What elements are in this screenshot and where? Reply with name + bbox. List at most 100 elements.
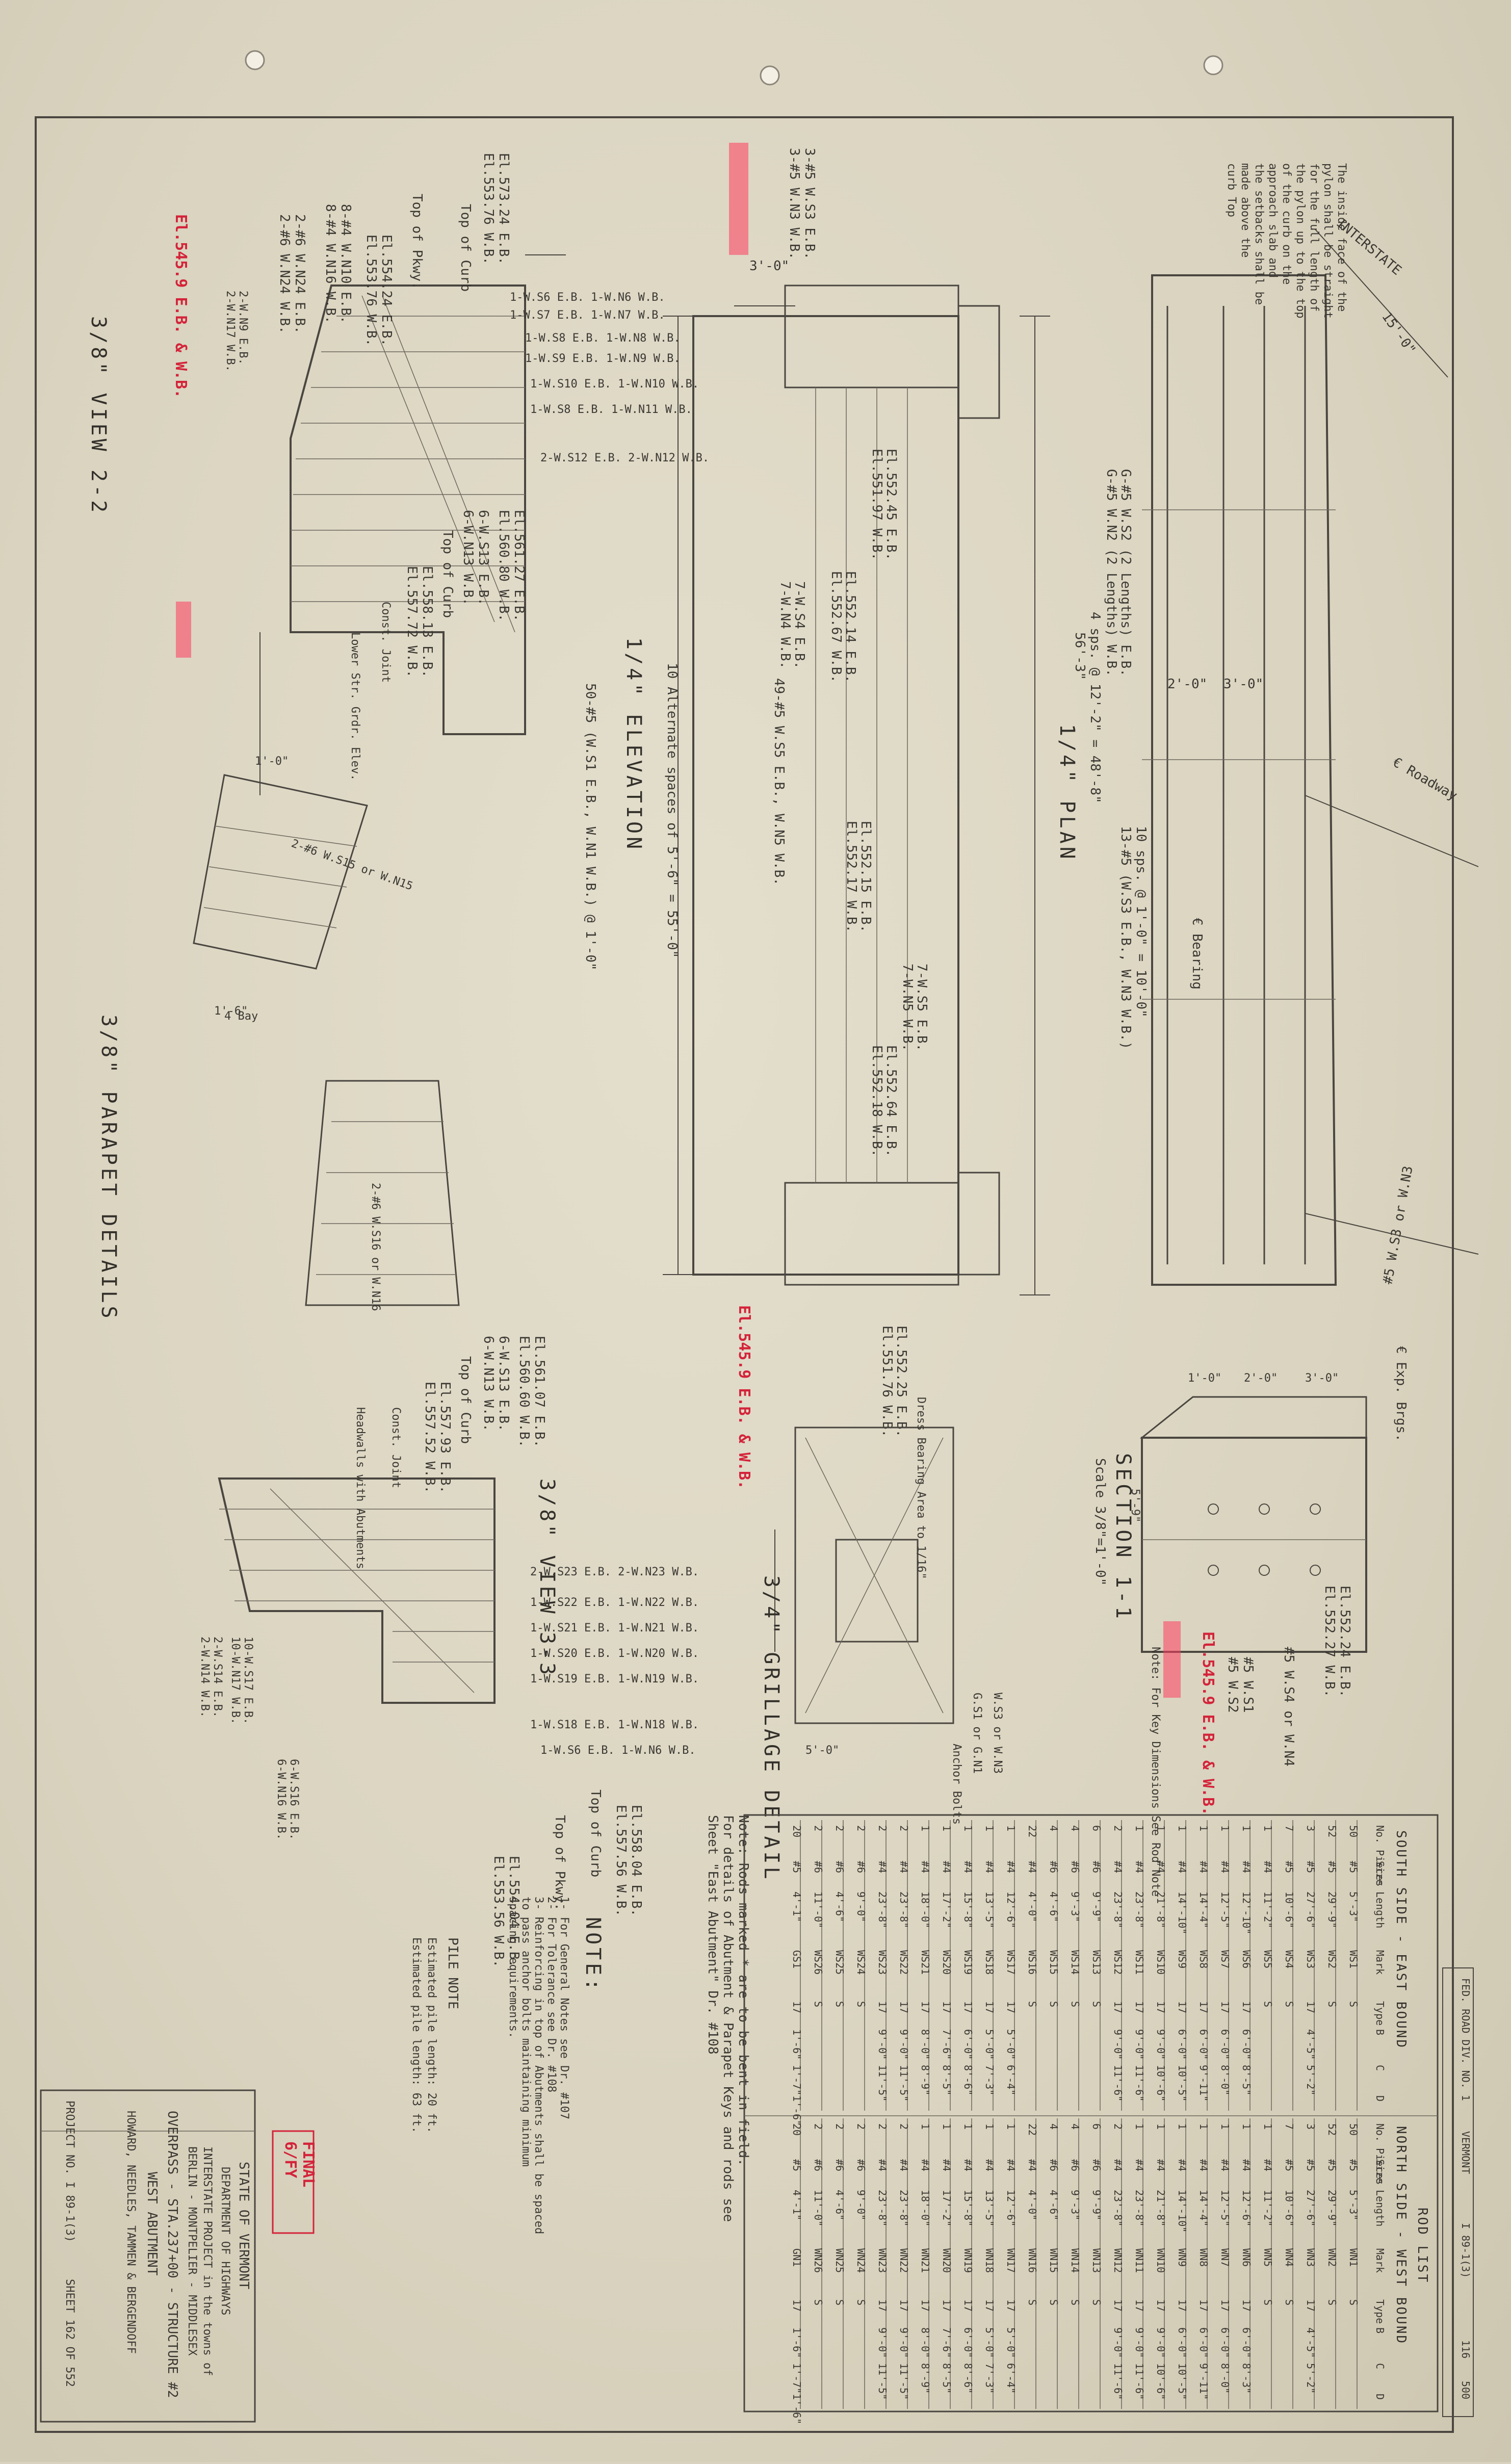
rod-list-cell: #4 <box>1176 1861 1188 1873</box>
rod-list-cell: S <box>1347 2299 1360 2305</box>
svg-text:El.573.24 E.B.: El.573.24 E.B. <box>496 153 511 265</box>
rod-list-cell: 18'-0" <box>919 1891 931 1928</box>
svg-text:€ Bearing: € Bearing <box>1189 918 1205 990</box>
rod-list-cell: 6'-0" <box>962 2327 974 2358</box>
rod-list-cell: 17 <box>1240 2001 1253 2013</box>
rod-list-cell: 4'-6" <box>1048 2190 1060 2220</box>
sheet-border <box>35 116 1454 2433</box>
svg-text:El.554.24 E.B.: El.554.24 E.B. <box>379 235 394 346</box>
rod-list-cell: #6 <box>812 1861 824 1873</box>
svg-text:to pass anchor bolts maintaini: to pass anchor bolts maintaining minimum <box>519 1897 532 2167</box>
rod-list-cell: #6 <box>833 2159 846 2171</box>
elevation-title: 1/4" ELEVATION <box>622 637 645 852</box>
rod-list-cell: 23'-8" <box>898 2190 910 2226</box>
rod-list-cell: WN22 <box>898 2248 910 2273</box>
rod-list-cell: 1 <box>1219 1825 1231 1831</box>
section-1-1-drawing <box>1139 1396 1367 1653</box>
rod-list-cell: #4 <box>983 1861 996 1873</box>
rod-list-cell: 1 <box>1240 1825 1253 1831</box>
svg-text:3'-0": 3'-0" <box>1223 677 1263 692</box>
rod-list-cell: S <box>855 2001 867 2007</box>
parapet-title: 3/8" PARAPET DETAILS <box>97 1015 120 1321</box>
rod-list-cell: #4 <box>876 1861 889 1873</box>
svg-text:El.557.72 W.B.: El.557.72 W.B. <box>404 566 420 678</box>
rod-list-cell: #4 <box>1026 2159 1038 2171</box>
rod-list-cell: 50 <box>1347 2123 1360 2136</box>
rod-list-cell: 1'-6" <box>791 2394 803 2424</box>
svg-text:El.561.27 E.B.: El.561.27 E.B. <box>511 510 527 621</box>
svg-text:500: 500 <box>1460 2381 1472 2399</box>
rod-list-cell: 23'-8" <box>876 1891 889 1928</box>
svg-text:of the curb on the: of the curb on the <box>1280 163 1293 284</box>
svg-text:El.560.80 W.B.: El.560.80 W.B. <box>496 510 511 621</box>
rod-list-cell: 9'-9" <box>1090 2190 1103 2220</box>
rod-list-cell: #4 <box>1112 1861 1124 1873</box>
rod-list-cell: #5 <box>1283 1861 1295 1873</box>
rod-list-cell: WN26 <box>812 2248 824 2273</box>
rod-list-cell: 29'-9" <box>1326 1891 1338 1928</box>
rod-list-cell: 5'-0" <box>1005 2029 1017 2060</box>
rod-list-cell: WN15 <box>1048 2248 1060 2273</box>
rod-list-cell: 6'-0" <box>1176 2327 1188 2358</box>
svg-text:3-#5 W.N3 W.B.: 3-#5 W.N3 W.B. <box>787 148 802 260</box>
rod-list-cell: 13'-5" <box>983 2190 996 2226</box>
rod-list-cell: 1 <box>1133 1825 1145 1831</box>
rod-list-cell: #5 <box>1305 1861 1317 1873</box>
rod-list-cell: 6'-0" <box>1219 2327 1231 2358</box>
rod-list-cell: 9'-3" <box>1069 1891 1081 1922</box>
rod-list-cell: 11'-2" <box>1262 1891 1274 1928</box>
rod-list-cell: 15'-8" <box>962 1891 974 1928</box>
rod-list-cell: 17 <box>941 2299 953 2312</box>
rod-list-cell: 5'-0" <box>983 2029 996 2060</box>
rod-list-cell: #4 <box>1240 1861 1253 1873</box>
rod-list-cell: 23'-8" <box>1112 1891 1124 1928</box>
rod-list-cell: 4'-0" <box>1026 1891 1038 1922</box>
rod-list-cell: 5'-2" <box>1305 2065 1317 2095</box>
svg-text:3'-0": 3'-0" <box>1305 1372 1339 1385</box>
rod-list-cell: 1 <box>1240 2123 1253 2130</box>
rod-list-cell: 1'-6" <box>791 2029 803 2060</box>
svg-text:1-W.S20 E.B. 1-W.N20 W.B.: 1-W.S20 E.B. 1-W.N20 W.B. <box>530 1647 699 1660</box>
rod-list-cell: 6 <box>1090 2123 1103 2130</box>
rod-list-cell: 17 <box>1305 2001 1317 2013</box>
svg-text:El.553.76 W.B.: El.553.76 W.B. <box>481 153 496 265</box>
rod-list-cell: 17 <box>1219 2001 1231 2013</box>
rod-list-cell: WS25 <box>833 1950 846 1975</box>
rod-list-cell: 17 <box>1197 2001 1210 2013</box>
svg-text:El.552.17 W.B.: El.552.17 W.B. <box>844 821 859 932</box>
svg-text:El.552.67 W.B.: El.552.67 W.B. <box>828 571 844 683</box>
rod-list-cell: WS19 <box>962 1950 974 1975</box>
punch-hole <box>245 50 265 70</box>
rod-list-cell: WS13 <box>1090 1950 1103 1975</box>
svg-text:7-W.N4 W.B.: 7-W.N4 W.B. <box>777 581 793 669</box>
rod-list-cell: WN13 <box>1090 2248 1103 2273</box>
svg-text:Const. Joint: Const. Joint <box>379 602 392 683</box>
pylon-note: The inside face of the pylon shall be st… <box>1225 163 1348 319</box>
rod-list-cell: 23'-8" <box>898 1891 910 1928</box>
grillage-drawing <box>774 1426 954 1724</box>
rod-list-cell: 12'-5" <box>1219 2190 1231 2226</box>
svg-text:El.557.52 W.B.: El.557.52 W.B. <box>422 1382 437 1493</box>
svg-text:approach slab and: approach slab and <box>1266 163 1279 278</box>
rod-list-cell: 9'-0" <box>1112 2327 1124 2358</box>
rod-list-cell: 1 <box>962 2123 974 2130</box>
svg-text:El.551.76 W.B.: El.551.76 W.B. <box>879 1326 895 1437</box>
rod-list-cell: 4'-5" <box>1305 2029 1317 2060</box>
svg-text:1-W.S8 E.B. 1-W.N8 W.B.: 1-W.S8 E.B. 1-W.N8 W.B. <box>525 332 681 345</box>
svg-text:for the full length of: for the full length of <box>1308 163 1320 312</box>
rod-list-cell: 1 <box>1219 2123 1231 2130</box>
svg-text:4 Bay: 4 Bay <box>224 1010 258 1023</box>
rod-list-cell: 17 <box>1133 2299 1145 2312</box>
rod-list-header: Type <box>1374 2001 1386 2026</box>
rod-list-cell: #4 <box>898 1861 910 1873</box>
rod-list-cell: WS2 <box>1326 1950 1338 1968</box>
rod-list-cell: 8'-0" <box>919 2029 931 2060</box>
rod-list-cell: 5'-3" <box>1347 1891 1360 1922</box>
rod-list-cell: S <box>1026 2001 1038 2007</box>
rod-list-cell: 9'-0" <box>855 2190 867 2220</box>
svg-text:1'-6": 1'-6" <box>214 1005 248 1018</box>
svg-text:13-#5 (W.S3 E.B., W.N3 W.B.): 13-#5 (W.S3 E.B., W.N3 W.B.) <box>1118 826 1133 1049</box>
rod-list-cell: 23'-8" <box>1133 1891 1145 1928</box>
rod-list-cell: WS4 <box>1283 1950 1295 1968</box>
rod-list-cell: 11'-5" <box>898 2363 910 2400</box>
